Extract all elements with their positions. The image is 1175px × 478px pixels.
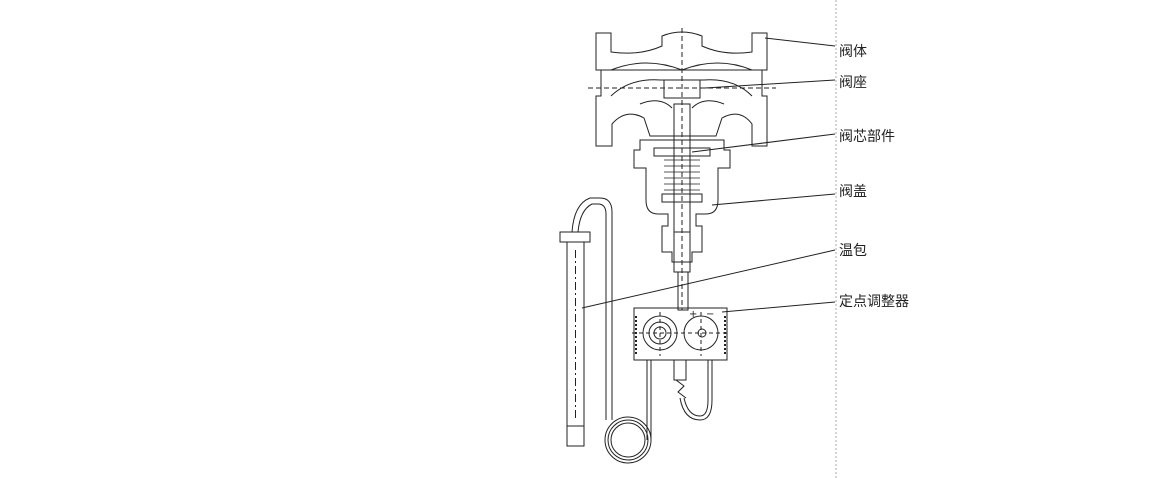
valve-body [595,31,768,147]
temperature-bulb [559,197,652,464]
minus-sign: − [706,309,715,320]
plus-sign: + [689,309,698,320]
leader-bonnet [711,193,836,206]
bonnet [633,103,731,311]
label-valve-seat: 阀座 [839,75,867,91]
label-temperature-bulb: 温包 [839,243,867,259]
label-setpoint-adjuster: 定点调整器 [839,294,909,310]
leader-adjuster [721,301,836,313]
label-bonnet: 阀盖 [839,184,867,200]
leader-valve-core [691,133,836,153]
label-valve-body: 阀体 [839,44,867,60]
leader-bulb [581,249,836,309]
leader-valve-seat [704,79,836,89]
lower-capillary [673,359,713,421]
setpoint-adjuster [632,307,729,361]
label-valve-core-assembly: 阀芯部件 [839,129,895,145]
leader-valve-body [764,37,836,47]
